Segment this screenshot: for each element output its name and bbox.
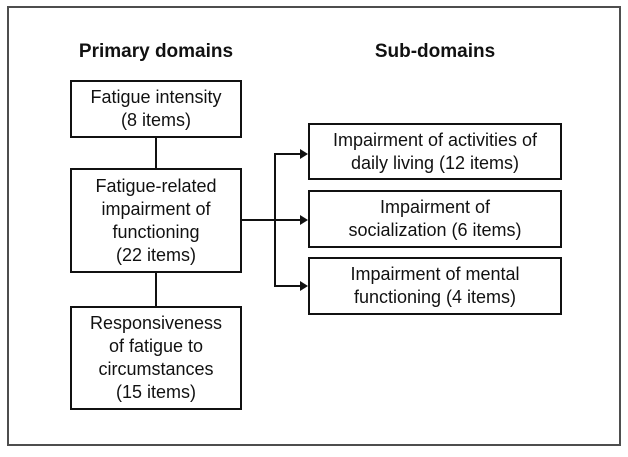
box-text-line: of fatigue to [108, 336, 204, 356]
arrowhead-daily-living-icon [300, 149, 308, 159]
box-text-line: Responsiveness [89, 313, 223, 333]
arrowhead-mental-functioning-icon [300, 281, 308, 291]
box-text-line: Impairment of [379, 197, 491, 217]
box-text-line: Impairment of mental [350, 264, 520, 284]
primary-domains-header: Primary domains [78, 41, 234, 62]
box-text-line: (8 items) [120, 110, 191, 130]
box-fatigue-related-impairment-text: Fatigue-related impairment of functionin… [95, 175, 216, 267]
box-impairment-daily-living: Impairment of activities of daily living… [308, 123, 562, 180]
box-impairment-socialization-text: Impairment of socialization (6 items) [348, 196, 521, 242]
connector-intensity-to-impairment [155, 138, 157, 168]
box-fatigue-intensity-text: Fatigue intensity (8 items) [90, 86, 221, 132]
box-responsiveness-of-fatigue: Responsiveness of fatigue to circumstanc… [70, 306, 242, 410]
box-text-line: daily living (12 items) [350, 152, 520, 173]
box-impairment-mental-functioning-text: Impairment of mental functioning (4 item… [350, 263, 519, 309]
box-text-line: Fatigue intensity [90, 87, 222, 107]
box-fatigue-related-impairment: Fatigue-related impairment of functionin… [70, 168, 242, 273]
box-text-line: impairment of [101, 198, 211, 219]
box-impairment-mental-functioning: Impairment of mental functioning (4 item… [308, 257, 562, 315]
connector-branch-vertical [274, 153, 276, 287]
connector-impairment-to-responsiveness [155, 273, 157, 306]
box-fatigue-intensity: Fatigue intensity (8 items) [70, 80, 242, 138]
box-text-line: circumstances [98, 359, 214, 379]
box-impairment-socialization: Impairment of socialization (6 items) [308, 190, 562, 248]
box-responsiveness-of-fatigue-text: Responsiveness of fatigue to circumstanc… [90, 312, 222, 404]
box-text-line: functioning [112, 221, 200, 242]
box-text-line: Fatigue-related [95, 175, 217, 196]
connector-branch-bottom [274, 285, 302, 287]
box-text-line: (15 items) [115, 382, 196, 402]
connector-branch-top [274, 153, 302, 155]
box-text-line: (22 items) [115, 244, 196, 265]
box-text-line: socialization (6 items) [348, 220, 522, 240]
connector-main-horizontal [242, 219, 302, 221]
box-text-line: Impairment of activities of [332, 129, 538, 150]
sub-domains-header: Sub-domains [374, 41, 496, 62]
box-text-line: functioning (4 items) [353, 287, 517, 307]
arrowhead-socialization-icon [300, 215, 308, 225]
box-impairment-daily-living-text: Impairment of activities of daily living… [333, 129, 537, 175]
